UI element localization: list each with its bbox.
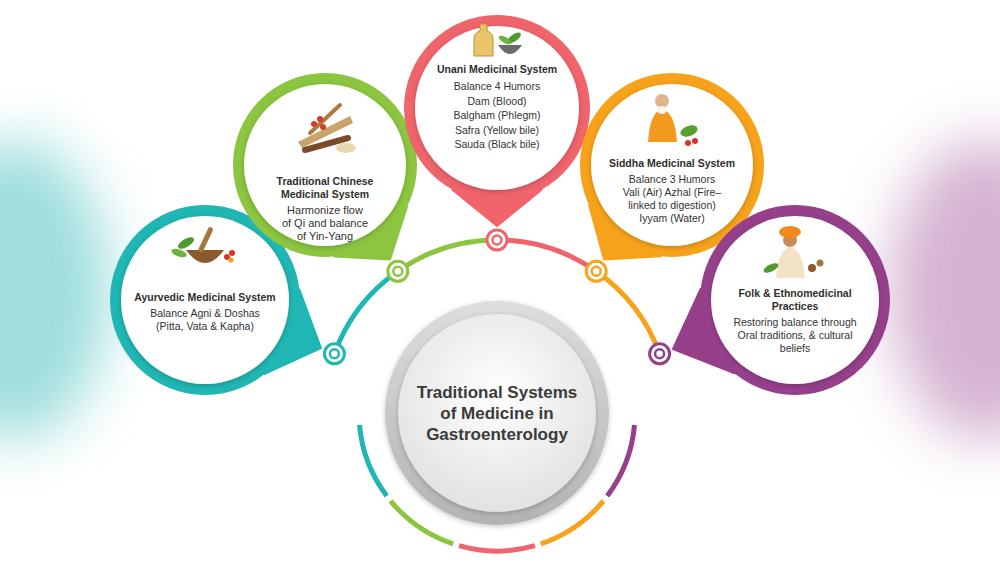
arc-segment: [398, 240, 497, 271]
ring-marker: [330, 349, 339, 358]
root-icon: [305, 138, 348, 150]
bubble-face: [591, 84, 753, 246]
remedy-icon: [817, 260, 824, 267]
bubble-face: [415, 26, 579, 190]
herb-icon: [298, 116, 353, 148]
herb-icon: [336, 143, 356, 153]
berry-icon: [317, 116, 323, 122]
ring-marker: [650, 344, 670, 364]
hub-face: [398, 314, 596, 512]
ring-marker: [393, 267, 402, 276]
text-stack: Unani Medicinal SystemBalance 4 HumorsDa…: [404, 63, 590, 152]
bubble-ring: [404, 15, 590, 201]
leaf-icon: [505, 31, 522, 46]
figure-icon: [783, 233, 797, 247]
system-heading: Siddha Medicinal System: [597, 157, 747, 170]
system-body: Restoring balance through Oral tradition…: [731, 316, 859, 355]
text-stack: Ayurvedic Medicinal SystemBalance Agni &…: [110, 291, 300, 333]
leaf-icon: [679, 123, 699, 139]
system-heading: Traditional Chinese Medicinal System: [265, 175, 385, 201]
text-stack: Traditional Chinese Medicinal SystemHarm…: [233, 175, 417, 243]
arc-segment: [596, 271, 659, 354]
system-heading: Unani Medicinal System: [422, 63, 572, 76]
ring-marker: [493, 236, 502, 245]
system-bubble: Folk & Ethnomedicinal PracticesRestoring…: [700, 205, 890, 395]
system-body: Iyyam (Water): [597, 212, 747, 225]
leaf-icon: [170, 247, 187, 259]
text-stack: Siddha Medicinal SystemBalance 3 HumorsV…: [580, 157, 764, 225]
blur-blob: [890, 140, 1000, 440]
bubble-face: [121, 216, 289, 384]
figure-icon: [657, 106, 667, 114]
system-body: Balance 3 Humors: [597, 173, 747, 186]
bubble-outline: [404, 15, 590, 201]
berry-icon: [320, 124, 326, 130]
text-stack: Traditional Systems of Medicine in Gastr…: [385, 301, 609, 525]
system-body: Balance 4 Humors: [422, 79, 572, 94]
system-bubble: Traditional Chinese Medicinal SystemHarm…: [233, 73, 417, 257]
figure-icon: [648, 109, 677, 142]
ring-marker: [655, 349, 664, 358]
system-body: Sauda (Black bile): [422, 137, 572, 152]
text-stack: Folk & Ethnomedicinal PracticesRestoring…: [700, 287, 890, 355]
ring-marker: [592, 267, 601, 276]
arc-segment: [607, 425, 634, 496]
turban-icon: [779, 226, 801, 238]
figure-icon: [776, 247, 805, 278]
berry-icon: [685, 140, 691, 146]
remedy-icon: [808, 264, 816, 272]
ring-marker: [388, 261, 408, 281]
berry-icon: [692, 138, 698, 144]
ring-marker: [324, 344, 344, 364]
system-body: Safra (Yellow bile): [422, 123, 572, 138]
bubble-outline: [233, 73, 417, 257]
arc-segment: [334, 271, 397, 354]
system-body: Dam (Blood): [422, 94, 572, 109]
system-heading: Ayurvedic Medicinal System: [130, 291, 280, 304]
root-icon: [310, 105, 340, 133]
figure-icon: [655, 94, 669, 108]
berry-icon: [224, 254, 230, 260]
leaf-icon: [497, 34, 512, 46]
berry-icon: [311, 121, 317, 127]
bubble-face: [244, 84, 406, 246]
bubble-face: [711, 216, 879, 384]
berry-icon: [229, 250, 235, 256]
system-body: Harmonize flow of Qi and balance of Yin-…: [282, 204, 369, 243]
mortar-icon: [498, 45, 522, 54]
berry-icon: [229, 258, 234, 263]
bubble-ring: [700, 205, 890, 395]
arc-segment: [360, 425, 387, 496]
system-heading: Folk & Ethnomedicinal Practices: [733, 287, 858, 313]
hub-title: Traditional Systems of Medicine in Gastr…: [411, 382, 583, 445]
bottle-icon: [474, 24, 493, 56]
system-body: Balgham (Phlegm): [422, 108, 572, 123]
mortar-icon: [186, 250, 224, 263]
pestle-icon: [198, 226, 214, 253]
hub-ring: [385, 301, 609, 525]
system-bubble: Unani Medicinal SystemBalance 4 HumorsDa…: [404, 15, 590, 201]
ring-marker: [586, 261, 606, 281]
system-body: Balance Agni & Doshas (Pitta, Vata & Kap…: [143, 307, 268, 333]
hub-circle: Traditional Systems of Medicine in Gastr…: [385, 301, 609, 525]
system-body: Vali (Air) Azhal (Fire– linked to digest…: [615, 186, 730, 212]
arc-segment: [497, 240, 596, 271]
leaf-icon: [762, 261, 779, 274]
leaf-icon: [176, 235, 196, 251]
bubble-ring: [233, 73, 417, 257]
ring-marker: [487, 230, 507, 250]
arc-segment: [459, 546, 535, 551]
blur-blob: [0, 140, 110, 440]
